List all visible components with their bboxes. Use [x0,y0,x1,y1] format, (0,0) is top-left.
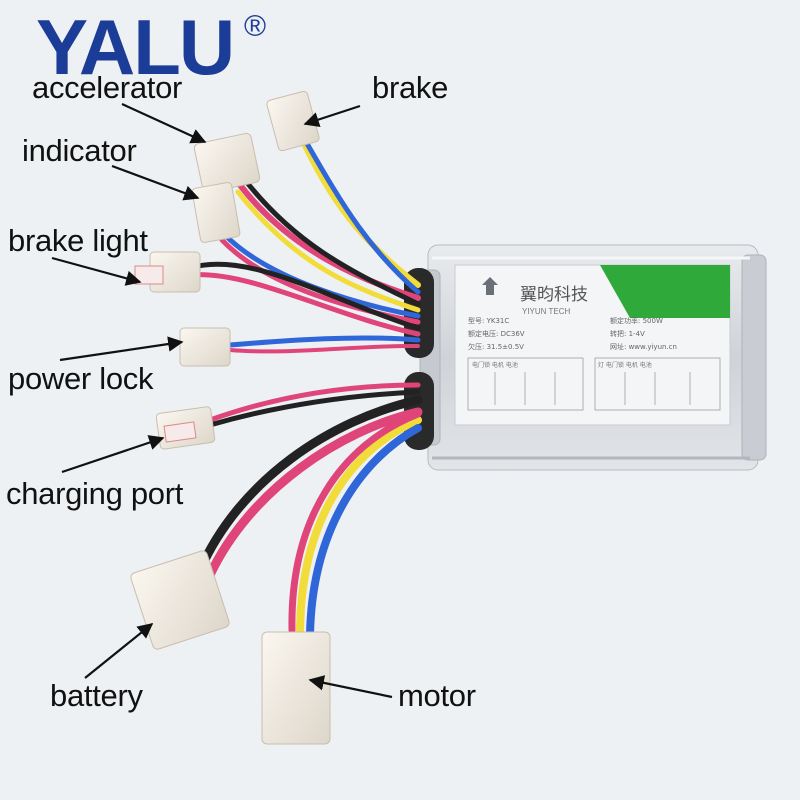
connectors [130,90,331,745]
spec-model: 型号: YK31C [468,316,509,325]
label-accelerator: accelerator [32,70,183,105]
spec-voltage: 额定电压: DC36V [468,329,525,338]
accelerator-arrow [121,102,207,144]
wire-bundle [187,132,423,639]
spec-power: 额定功率: 500W [610,316,663,325]
label-arrows [51,102,393,699]
registered-mark: ® [244,10,267,43]
spec-throttle: 转把: 1-4V [610,329,645,338]
spec-website: 网址: www.yiyun.cn [610,342,677,351]
green-stripe [600,265,730,318]
company-name-cn: 翼昀科技 [520,285,588,305]
brake-light-connector [134,251,201,293]
motor-arrow [308,675,393,699]
label-battery: battery [50,678,143,713]
motor-connector [261,631,331,745]
battery-arrow [84,623,154,679]
power-lock-connector [179,327,231,367]
label-brake: brake [372,70,449,105]
brake-light-arrow [51,256,142,286]
charging-port-connector [155,406,216,450]
label-motor: motor [398,678,476,713]
label-power-lock: power lock [8,361,154,396]
battery-connector [130,550,230,650]
indicator-arrow [111,164,200,201]
power-lock-arrow [59,336,184,362]
controller-box: 翼昀科技 YIYUN TECH 型号: YK31C 额定电压: DC36V 欠压… [404,244,767,471]
label-charging-port: charging port [6,476,184,511]
diagram-left-label: 电门锁 电机 电池 [472,361,518,369]
label-brake-light: brake light [8,223,148,258]
brake-arrow [303,104,361,128]
brand-logo: YALU [36,3,235,91]
cable-grommet-top [404,268,434,358]
charging-port-arrow [61,435,165,474]
company-name-en: YIYUN TECH [522,307,571,316]
spec-undervoltage: 欠压: 31.5±0.5V [468,342,524,351]
company-logo-icon [482,277,498,295]
wiring-diagram [467,357,721,411]
indicator-connector [191,182,241,243]
diagram-right-label: 灯 电门锁 电机 电池 [598,361,652,369]
label-indicator: indicator [22,133,137,168]
